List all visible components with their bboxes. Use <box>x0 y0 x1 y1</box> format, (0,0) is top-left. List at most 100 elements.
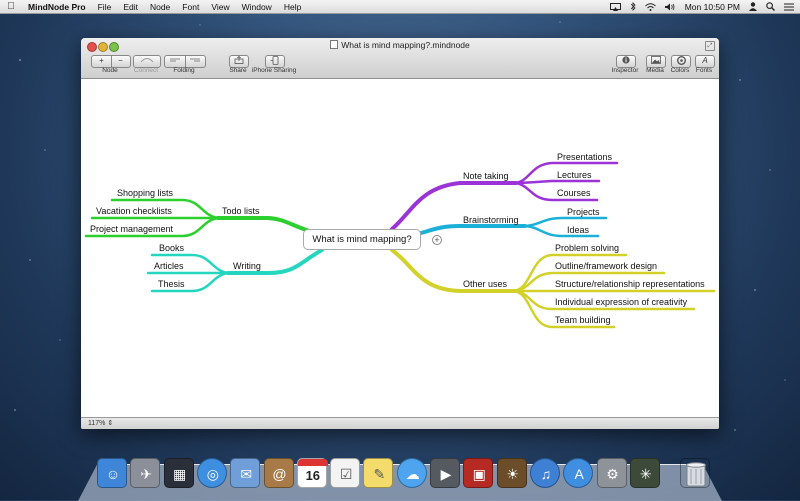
facetime-icon[interactable]: ▶ <box>430 458 460 488</box>
mission-control-icon[interactable]: ▦ <box>163 458 194 488</box>
safari-icon[interactable]: ◎ <box>196 458 227 488</box>
folding-control: Folding <box>164 55 206 77</box>
mindmap-canvas[interactable]: What is mind mapping? + Note taking Pres… <box>81 79 719 417</box>
volume-icon[interactable] <box>664 3 676 11</box>
fonts-button[interactable]: A <box>695 55 715 68</box>
remove-node-button[interactable]: − <box>118 56 123 65</box>
unfold-button[interactable] <box>185 56 205 67</box>
bluetooth-icon[interactable] <box>630 2 636 11</box>
node-outline-framework[interactable]: Outline/framework design <box>555 261 658 271</box>
close-button[interactable] <box>87 42 97 52</box>
spotlight-icon[interactable] <box>766 2 775 11</box>
mindmap-branches <box>84 161 716 329</box>
menu-font[interactable]: Font <box>182 1 200 12</box>
notification-center-icon[interactable] <box>784 3 794 11</box>
app-store-icon[interactable]: A <box>563 458 594 488</box>
branch-ideas <box>520 224 600 238</box>
connect-icon <box>140 58 154 63</box>
node-individual-expression[interactable]: Individual expression of creativity <box>555 297 688 307</box>
share-button[interactable] <box>229 55 249 68</box>
menu-node[interactable]: Node <box>149 1 171 12</box>
node-lectures[interactable]: Lectures <box>557 170 592 180</box>
node-problem-solving[interactable]: Problem solving <box>555 243 620 253</box>
iphone-sharing-button[interactable] <box>265 55 285 68</box>
trash-icon[interactable] <box>680 458 710 488</box>
node-brainstorming[interactable]: Brainstorming <box>463 215 519 225</box>
status-bar: 117% ⇕ <box>81 417 719 429</box>
inspector-control: Inspector <box>612 55 638 77</box>
menu-clock[interactable]: Mon 10:50 PM <box>684 1 740 12</box>
node-structure-relationship[interactable]: Structure/relationship representations <box>555 279 705 289</box>
reminders-icon[interactable]: ☑ <box>330 458 361 488</box>
colors-button[interactable] <box>671 55 691 68</box>
fullscreen-icon[interactable]: ⤢ <box>705 41 715 51</box>
itunes-icon[interactable]: ♫ <box>529 458 560 488</box>
branch-courses <box>511 181 599 202</box>
node-vacation-checklists[interactable]: Vacation checklists <box>96 206 172 216</box>
branch-thesis <box>150 271 233 293</box>
minimize-button[interactable] <box>98 42 108 52</box>
node-todo-lists[interactable]: Todo lists <box>222 206 260 216</box>
branch-lectures <box>511 179 601 185</box>
node-thesis[interactable]: Thesis <box>158 279 185 289</box>
connect-button[interactable] <box>133 55 161 68</box>
iphoto-icon[interactable]: ☀ <box>496 458 527 488</box>
launchpad-icon[interactable]: ✈ <box>130 458 161 488</box>
menu-view[interactable]: View <box>211 1 230 12</box>
notes-icon[interactable]: ✎ <box>363 458 394 488</box>
mail-icon[interactable]: ✉ <box>230 458 261 488</box>
node-courses[interactable]: Courses <box>557 188 591 198</box>
node-note-taking[interactable]: Note taking <box>463 171 509 181</box>
inspector-button[interactable] <box>616 55 636 68</box>
fold-icon <box>170 58 180 62</box>
node-articles[interactable]: Articles <box>154 261 184 271</box>
node-presentations[interactable]: Presentations <box>557 152 613 162</box>
contacts-icon[interactable]: @ <box>263 458 294 488</box>
apple-menu-icon[interactable]:  <box>0 1 22 12</box>
photo-booth-icon[interactable]: ▣ <box>463 458 494 488</box>
title-bar: What is mind mapping?.mindnode ⤢ + − Nod… <box>81 38 719 79</box>
media-icon <box>651 56 661 64</box>
wifi-icon[interactable] <box>644 2 656 11</box>
menu-help[interactable]: Help <box>283 1 302 12</box>
mindnode-icon[interactable]: ✳ <box>629 458 660 488</box>
colors-label: Colors <box>670 67 690 74</box>
menu-edit[interactable]: Edit <box>123 1 138 12</box>
branch-note-taking <box>390 181 518 231</box>
media-button[interactable] <box>646 55 666 68</box>
connect-label: Connect <box>133 67 159 74</box>
calendar-icon[interactable]: 16 <box>296 458 328 488</box>
user-icon[interactable] <box>749 2 757 11</box>
node-team-building[interactable]: Team building <box>555 315 611 325</box>
finder-icon[interactable]: ☺ <box>97 458 127 488</box>
font-icon: A <box>702 56 708 65</box>
colors-control: Colors <box>671 55 691 77</box>
branch-brainstorming <box>419 224 527 235</box>
branch-writing <box>226 248 324 275</box>
central-node[interactable]: What is mind mapping? <box>303 229 421 250</box>
node-ideas[interactable]: Ideas <box>567 225 590 235</box>
fold-button[interactable] <box>165 56 185 67</box>
add-node-button[interactable]: + <box>99 56 104 65</box>
system-preferences-icon[interactable]: ⚙ <box>596 458 627 488</box>
iphone-sharing-label: iPhone Sharing <box>251 67 297 74</box>
node-label: Node <box>102 67 118 74</box>
zoom-button[interactable] <box>109 42 119 52</box>
node-project-management[interactable]: Project management <box>90 224 174 234</box>
zoom-level: 117% <box>88 420 106 427</box>
node-books[interactable]: Books <box>159 243 185 253</box>
branch-projects <box>520 216 608 228</box>
messages-icon[interactable]: ☁ <box>396 458 427 488</box>
node-other-uses[interactable]: Other uses <box>463 279 508 289</box>
menu-window[interactable]: Window <box>241 1 272 12</box>
fonts-label: Fonts <box>695 67 713 74</box>
display-mirroring-icon[interactable] <box>609 2 621 11</box>
node-writing[interactable]: Writing <box>233 261 261 271</box>
menu-app-name[interactable]: MindNode Pro <box>28 1 86 12</box>
menu-file[interactable]: File <box>97 1 112 12</box>
add-child-icon[interactable]: + <box>432 235 442 245</box>
menu-bar:  MindNode Pro File Edit Node Font View … <box>0 0 800 14</box>
node-shopping-lists[interactable]: Shopping lists <box>117 188 174 198</box>
node-projects[interactable]: Projects <box>567 207 600 217</box>
zoom-popup[interactable]: 117% ⇕ <box>88 419 113 427</box>
